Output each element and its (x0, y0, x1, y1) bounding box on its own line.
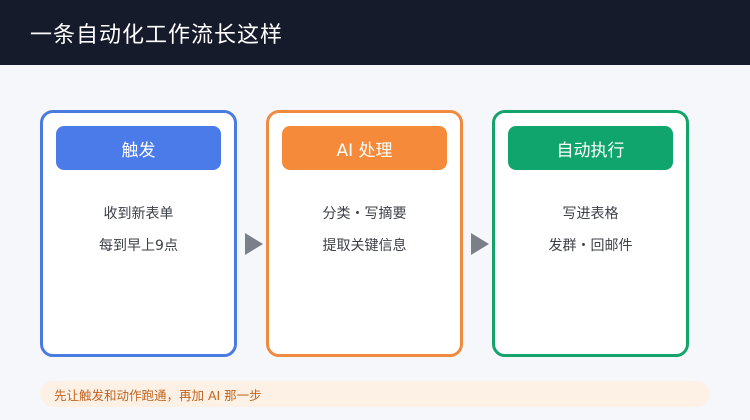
tip-note-text: 先让触发和动作跑通，再加 AI 那一步 (54, 387, 262, 403)
arrow-right-icon (471, 233, 489, 255)
step-detail-line: 发群・回邮件 (548, 238, 633, 254)
tip-note: 先让触发和动作跑通，再加 AI 那一步 (40, 381, 710, 407)
step-detail-line: 每到早上9点 (99, 238, 178, 254)
step-title-ai-processing: AI 处理 (282, 126, 447, 170)
step-detail-line: 提取关键信息 (322, 238, 407, 254)
page-title: 一条自动化工作流长这样 (30, 22, 284, 48)
step-detail-line: 收到新表单 (103, 206, 174, 222)
step-card-trigger: 触发 收到新表单 每到早上9点 (40, 110, 237, 357)
step-detail-line: 写进表格 (562, 206, 619, 222)
arrow-right-icon (245, 233, 263, 255)
step-detail-line: 分类・写摘要 (322, 206, 407, 222)
header-bar: 一条自动化工作流长这样 (0, 0, 750, 65)
step-title-auto-execute: 自动执行 (508, 126, 673, 170)
step-card-auto-execute: 自动执行 写进表格 发群・回邮件 (492, 110, 689, 357)
step-title-trigger: 触发 (56, 126, 221, 170)
step-card-ai-processing: AI 处理 分类・写摘要 提取关键信息 (266, 110, 463, 357)
